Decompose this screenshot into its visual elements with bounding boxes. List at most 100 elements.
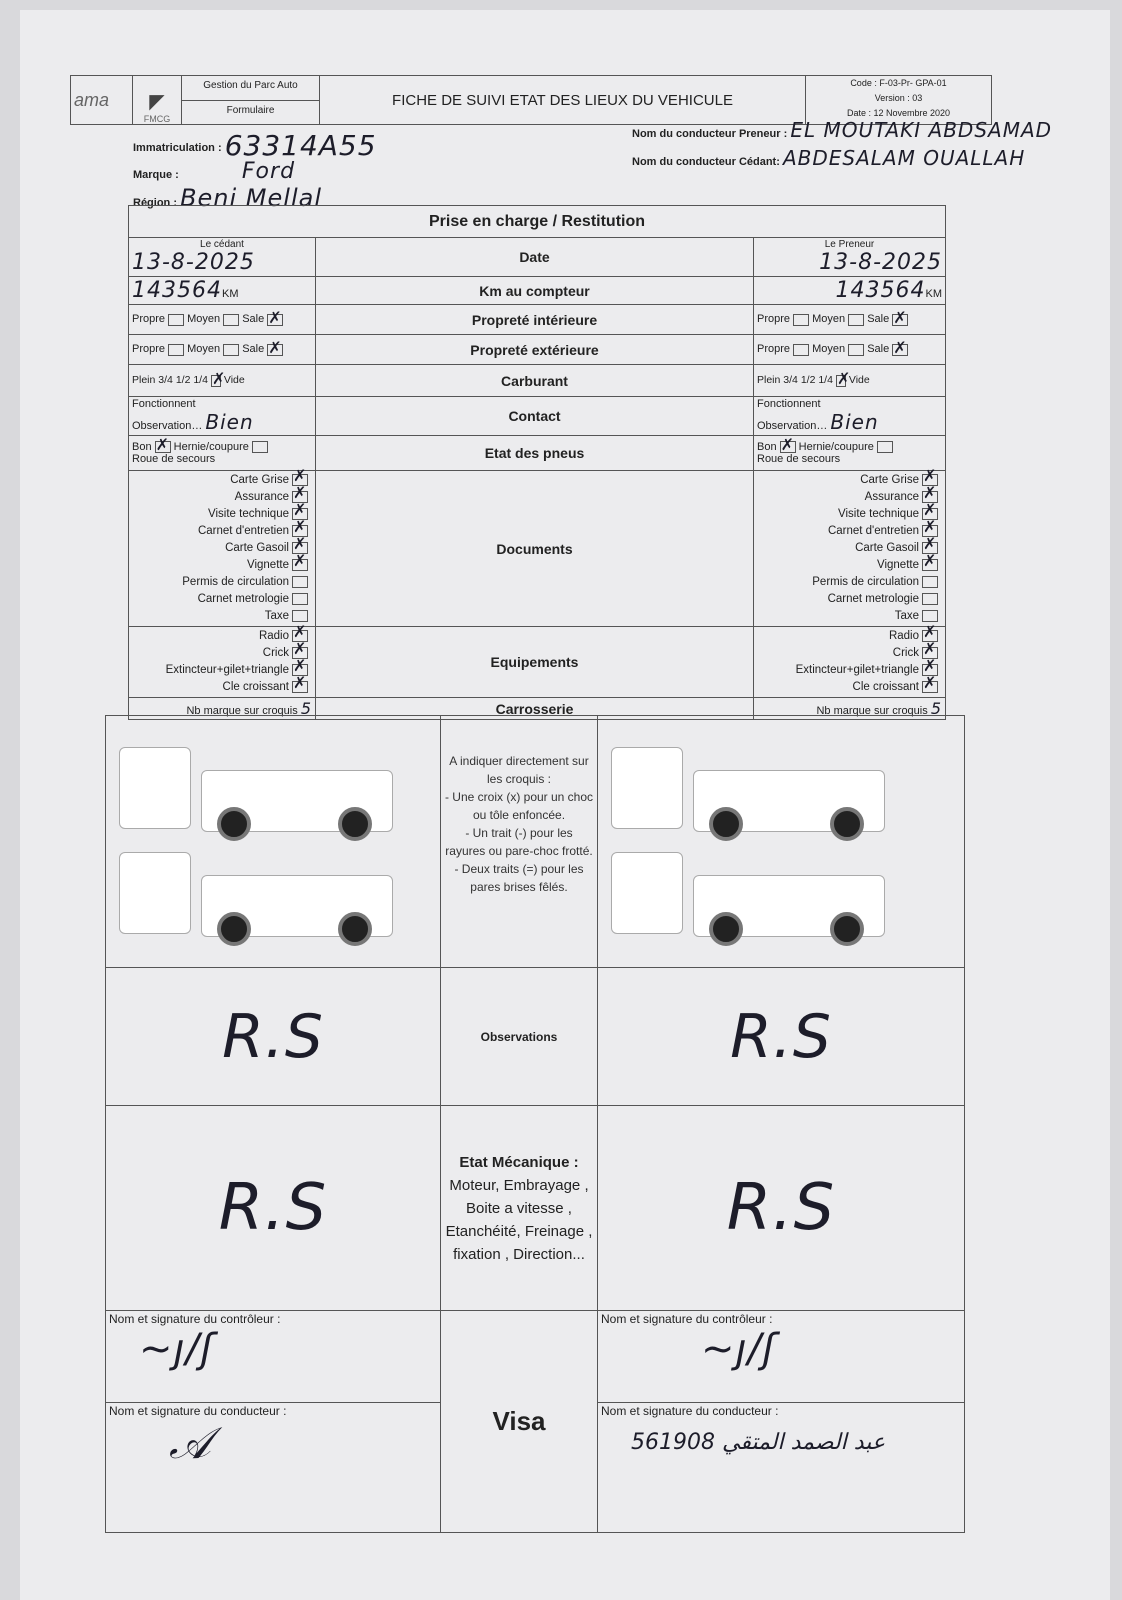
- right-sketch: [597, 715, 965, 968]
- row-prop-ext-label: Propreté extérieure: [315, 334, 754, 365]
- logo-text: ama: [74, 89, 110, 110]
- preneur-value: EL MOUTAKI ABDSAMAD: [790, 118, 1053, 142]
- checkbox-checked[interactable]: [892, 338, 909, 358]
- right-prop-ext: Propre Moyen Sale: [753, 334, 946, 365]
- checkbox[interactable]: [223, 343, 240, 356]
- cedant-value: ABDESALAM OUALLAH: [782, 146, 1026, 170]
- arrow-logo-icon: ◤: [149, 91, 165, 113]
- mech-left-value: R.S: [218, 1171, 328, 1245]
- fuel-opt: 3/4: [783, 374, 798, 387]
- checklist-item: Carte Gasoil: [132, 536, 312, 557]
- checkbox[interactable]: [168, 313, 185, 326]
- opt-propre: Propre: [132, 343, 166, 356]
- marks-left-value: 5: [300, 699, 312, 718]
- checklist-item: Radio: [757, 624, 942, 645]
- checkbox-checked[interactable]: [267, 308, 284, 328]
- checklist-label: Carte Gasoil: [855, 542, 919, 554]
- checkbox[interactable]: [922, 575, 938, 588]
- left-mechanical: R.S: [105, 1105, 441, 1311]
- checkbox[interactable]: [251, 441, 268, 454]
- tyre-opt: Hernie/coupure: [798, 440, 874, 453]
- checkbox-checked[interactable]: [210, 369, 225, 389]
- right-marks: Nb marque sur croquis 5: [753, 697, 946, 720]
- checklist-item: Visite technique: [757, 502, 942, 523]
- van-rear-sketch: [611, 851, 683, 934]
- checklist-label: Assurance: [234, 491, 289, 503]
- checklist-item: Carte Grise: [757, 468, 942, 489]
- checkbox[interactable]: [223, 313, 240, 326]
- left-controller-sign: Nom et signature du contrôleur :~ȷ/ʃ: [105, 1310, 441, 1403]
- checkbox[interactable]: [922, 592, 938, 605]
- lower-table: A indiquer directement sur les croquis :…: [105, 715, 965, 1533]
- left-documents: Carte GriseAssuranceVisite techniqueCarn…: [128, 468, 316, 627]
- left-observations: R.S: [105, 967, 441, 1106]
- checklist-item: Crick: [132, 641, 312, 662]
- checkbox-checked[interactable]: [922, 553, 938, 571]
- right-km-cell: 143564KM: [753, 276, 946, 305]
- fuel-opt: 1/4: [818, 374, 833, 387]
- mech-right-value: R.S: [726, 1171, 836, 1245]
- doc-type: Formulaire: [226, 104, 275, 116]
- checkbox-checked[interactable]: [835, 369, 850, 389]
- right-km: 143564: [835, 278, 926, 303]
- checkbox[interactable]: [292, 592, 308, 605]
- checkbox-checked[interactable]: [892, 308, 909, 328]
- checklist-label: Taxe: [264, 610, 289, 622]
- checkbox[interactable]: [848, 343, 865, 356]
- checkbox-checked[interactable]: [267, 338, 284, 358]
- department: Gestion du Parc Auto: [182, 76, 319, 101]
- checkbox[interactable]: [168, 343, 185, 356]
- form-title: FICHE DE SUIVI ETAT DES LIEUX DU VEHICUL…: [320, 76, 806, 124]
- checklist-item: Permis de circulation: [757, 574, 942, 591]
- checklist-item: Carnet metrologie: [757, 591, 942, 608]
- form-header: ama ◤FMCG Gestion du Parc Auto Formulair…: [70, 75, 992, 125]
- checkbox[interactable]: [793, 313, 810, 326]
- left-fuel: Plein 3/4 1/2 1/4 Vide: [128, 364, 316, 397]
- observations-label: Observations: [440, 967, 598, 1106]
- checkbox[interactable]: [292, 575, 308, 588]
- doc-date: Date : 12 Novembre 2020: [846, 108, 951, 118]
- checkbox[interactable]: [876, 441, 893, 454]
- right-date: 13-8-2025: [819, 250, 942, 275]
- checklist-label: Extincteur+gilet+triangle: [165, 664, 289, 676]
- instruction: - Une croix (x) pour un choc ou tôle enf…: [444, 790, 594, 822]
- immat-value: 63314A55: [224, 129, 377, 162]
- fuel-opt: 1/2: [800, 374, 816, 387]
- instruction: - Deux traits (=) pour les pares brises …: [454, 862, 584, 894]
- signature-scribble: ~ȷ/ʃ: [701, 1326, 777, 1372]
- right-fuel: Plein 3/4 1/2 1/4 Vide: [753, 364, 946, 397]
- instruction: A indiquer directement sur les croquis :: [449, 754, 589, 786]
- visa-label: Visa: [440, 1310, 598, 1533]
- left-head: Le cédant: [200, 239, 244, 250]
- checkbox[interactable]: [793, 343, 810, 356]
- checkbox-checked[interactable]: [154, 435, 171, 455]
- van-side-sketch: [201, 874, 393, 946]
- van-rear-sketch: [119, 851, 191, 934]
- checkbox-checked[interactable]: [779, 435, 796, 455]
- right-km-unit: KM: [925, 288, 943, 300]
- checkbox[interactable]: [292, 609, 308, 622]
- checkbox-checked[interactable]: [292, 553, 308, 571]
- row-contact-label: Contact: [315, 396, 754, 436]
- driver-info: Nom du conducteur Preneur : EL MOUTAKI A…: [632, 118, 1052, 174]
- fuel-opt: Vide: [223, 374, 245, 387]
- marque-label: Marque :: [133, 169, 179, 181]
- sketch-instructions: A indiquer directement sur les croquis :…: [440, 715, 598, 968]
- checkbox[interactable]: [922, 609, 938, 622]
- tyre-opt: Bon: [132, 440, 152, 453]
- checklist-label: Cle croissant: [852, 681, 919, 693]
- tyre-opt: Roue de secours: [132, 453, 216, 466]
- mech-title: Etat Mécanique :: [459, 1153, 579, 1171]
- checklist-item: Cle croissant: [757, 675, 942, 696]
- opt-sale: Sale: [242, 343, 265, 356]
- checklist-label: Radio: [258, 630, 289, 642]
- checkbox-checked[interactable]: [922, 675, 938, 693]
- table-title: Prise en charge / Restitution: [128, 205, 946, 238]
- checklist-item: Vignette: [132, 553, 312, 574]
- checklist-item: Extincteur+gilet+triangle: [757, 658, 942, 679]
- checkbox-checked[interactable]: [292, 675, 308, 693]
- checkbox[interactable]: [848, 313, 865, 326]
